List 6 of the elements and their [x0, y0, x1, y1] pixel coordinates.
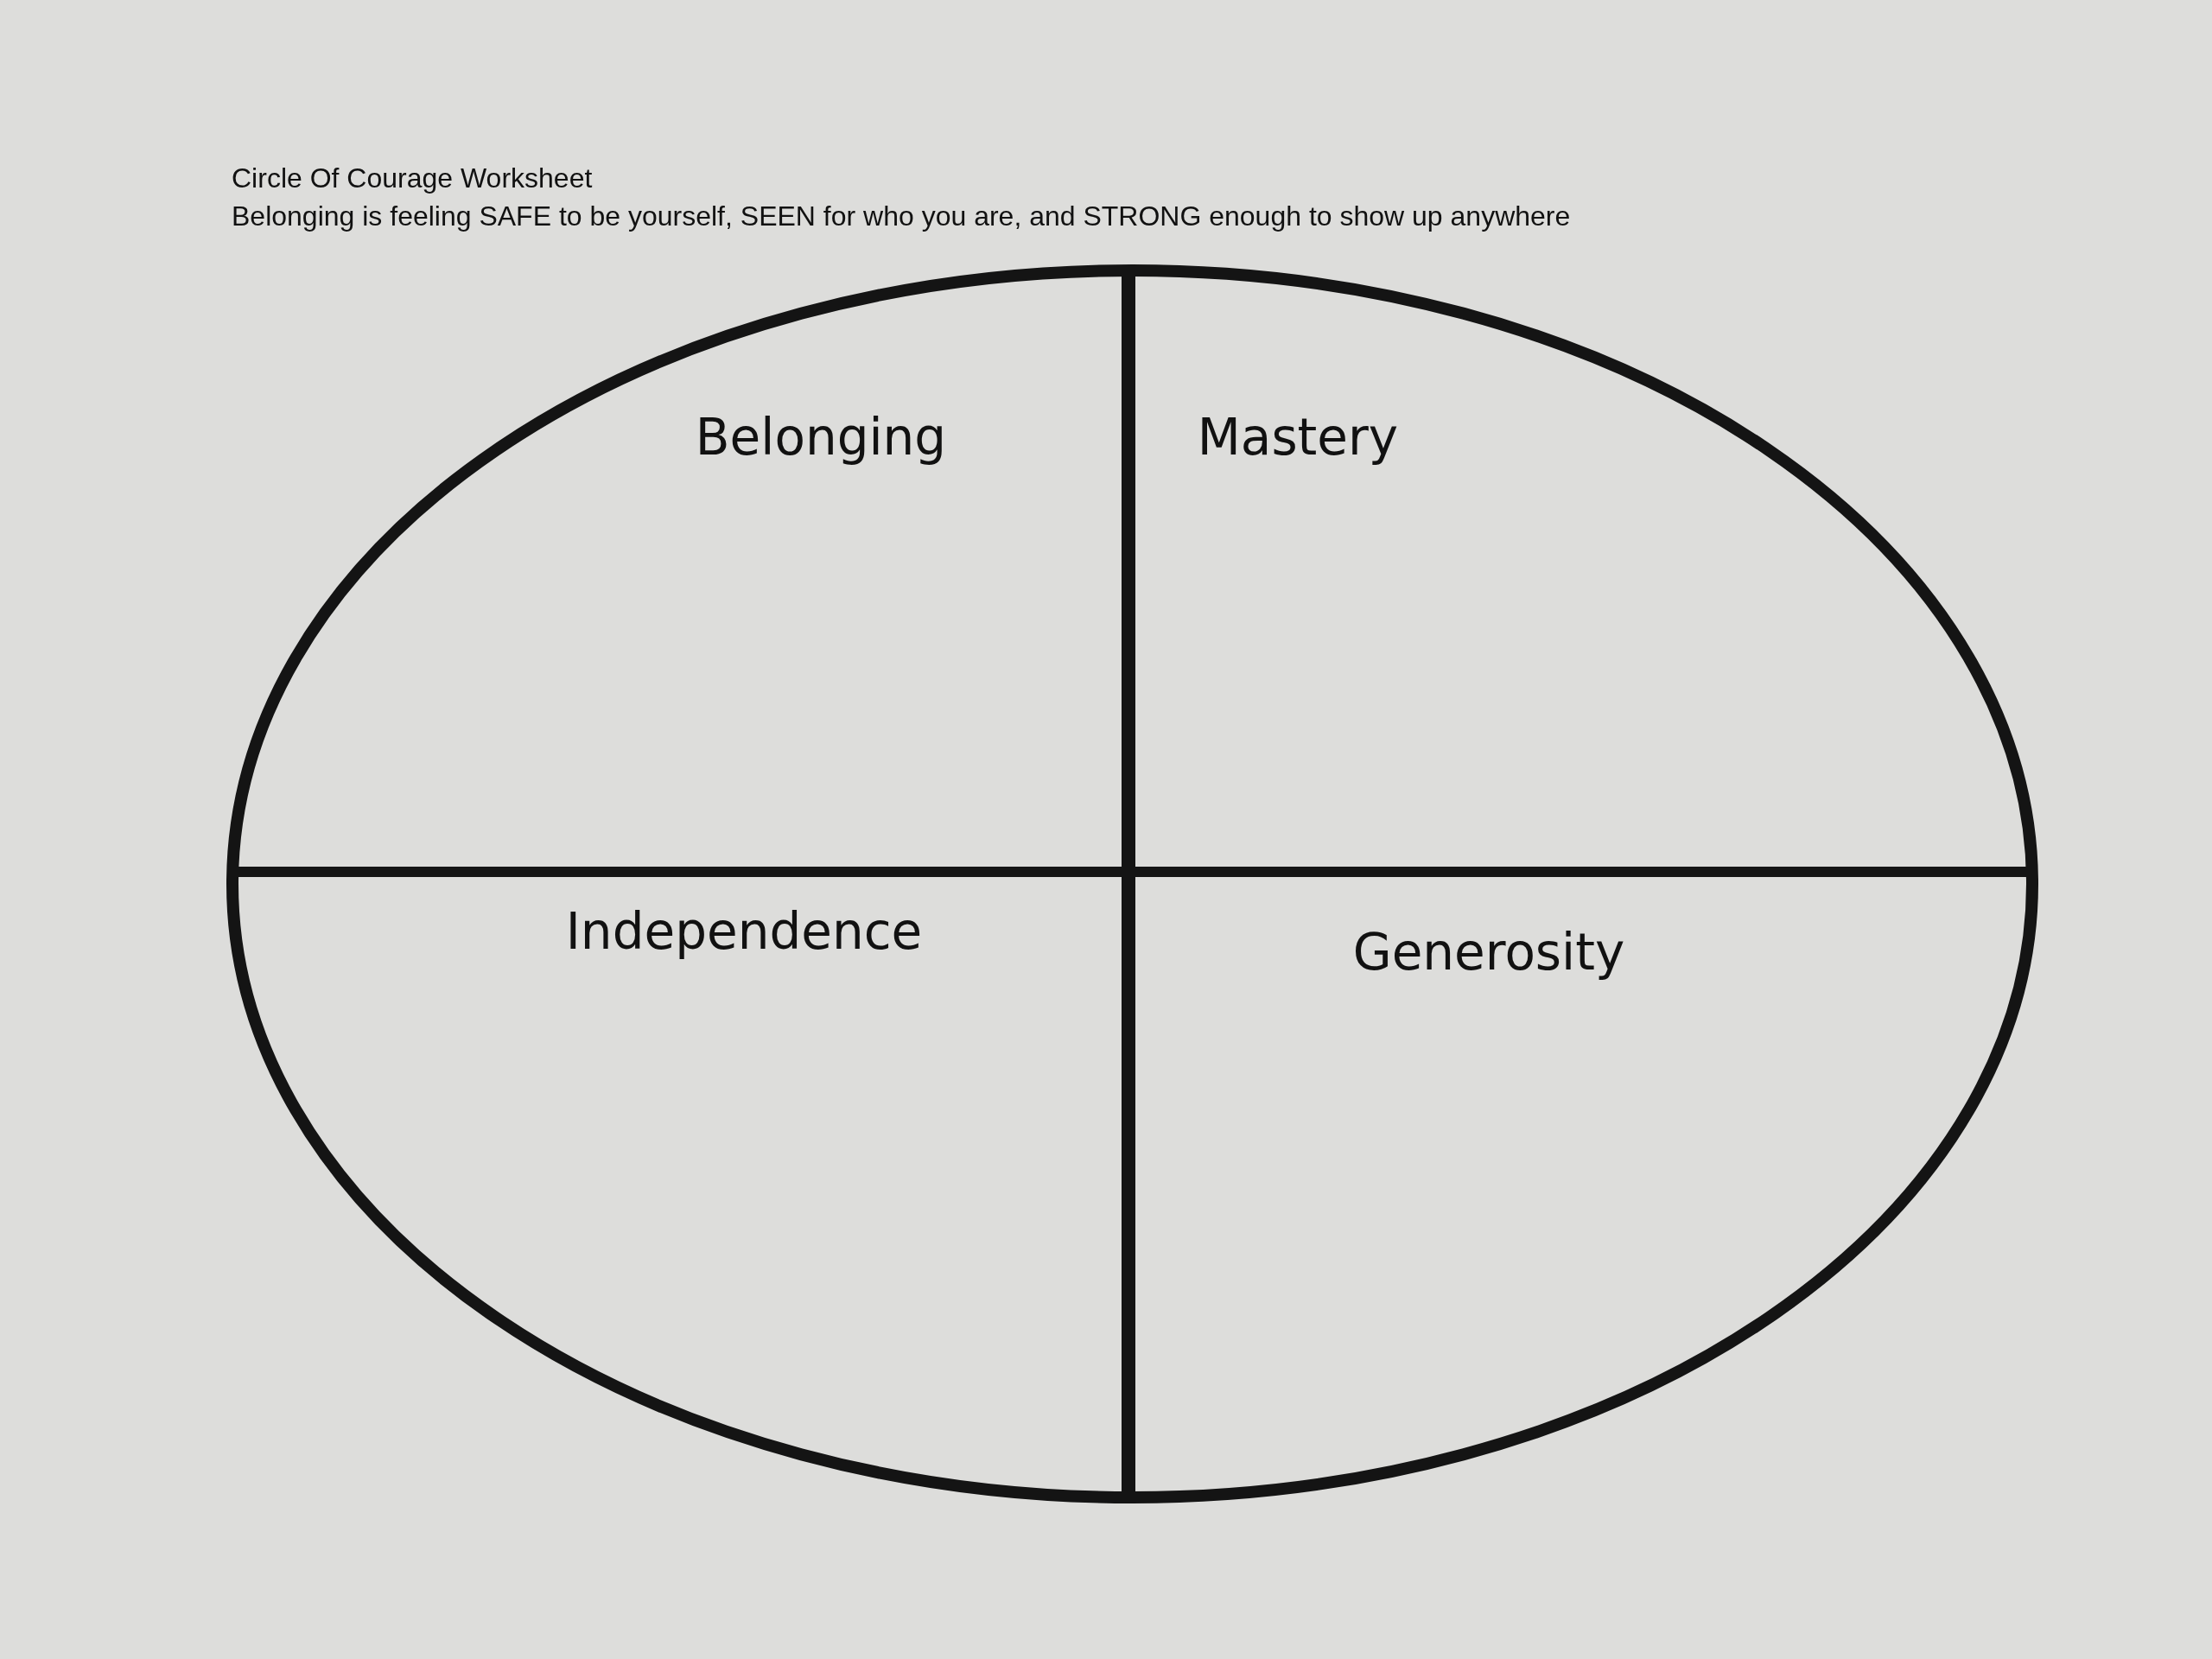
quadrant-heading: Independence [565, 902, 923, 961]
subtitle-text: Belonging is feeling SAFE to be yourself, SEEN for who you are, and STRONG enough to show up anywhere [232, 200, 1571, 232]
quadrant-heading: Mastery [1197, 408, 1399, 467]
quadrant-heading: Generosity [1352, 923, 1625, 982]
worksheet-title: Circle Of Courage Worksheet [232, 162, 593, 194]
quadrant-heading: Belonging [695, 408, 947, 467]
